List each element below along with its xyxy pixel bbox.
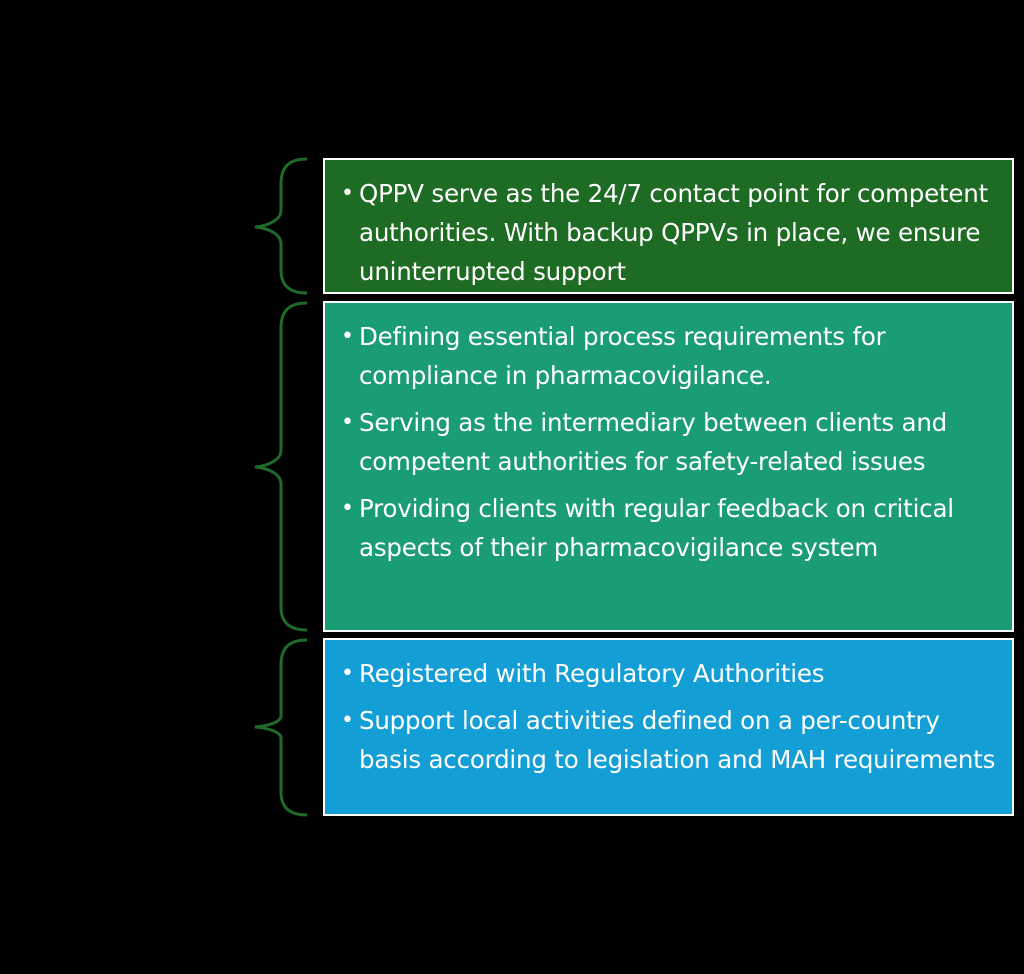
- list-item: • Registered with Regulatory Authorities: [341, 654, 998, 693]
- list-item-text: Providing clients with regular feedback …: [359, 494, 954, 562]
- list-item: • Providing clients with regular feedbac…: [341, 489, 998, 567]
- bullet-list: • Defining essential process requirement…: [341, 317, 998, 567]
- list-item-text: Serving as the intermediary between clie…: [359, 408, 948, 476]
- bullet-list: • QPPV serve as the 24/7 contact point f…: [341, 174, 998, 291]
- list-item: • Support local activities defined on a …: [341, 701, 998, 779]
- bullet-list: • Registered with Regulatory Authorities…: [341, 654, 998, 779]
- brace-icon: [250, 157, 312, 295]
- list-item-text: Defining essential process requirements …: [359, 322, 886, 390]
- list-item-text: Support local activities defined on a pe…: [359, 706, 996, 774]
- list-item-text: QPPV serve as the 24/7 contact point for…: [359, 179, 988, 286]
- bullet-icon: •: [341, 324, 354, 349]
- brace-icon: [250, 638, 312, 817]
- bullet-icon: •: [341, 181, 354, 206]
- bullet-icon: •: [341, 708, 354, 733]
- list-item: • Serving as the intermediary between cl…: [341, 403, 998, 481]
- list-item: • QPPV serve as the 24/7 contact point f…: [341, 174, 998, 291]
- bullet-icon: •: [341, 496, 354, 521]
- brace-icon: [250, 301, 312, 632]
- list-item: • Defining essential process requirement…: [341, 317, 998, 395]
- list-item-text: Registered with Regulatory Authorities: [359, 659, 825, 688]
- info-box-qppv: • QPPV serve as the 24/7 contact point f…: [323, 158, 1014, 294]
- info-box-local: • Registered with Regulatory Authorities…: [323, 638, 1014, 816]
- bullet-icon: •: [341, 661, 354, 686]
- info-box-pv-process: • Defining essential process requirement…: [323, 301, 1014, 632]
- bullet-icon: •: [341, 410, 354, 435]
